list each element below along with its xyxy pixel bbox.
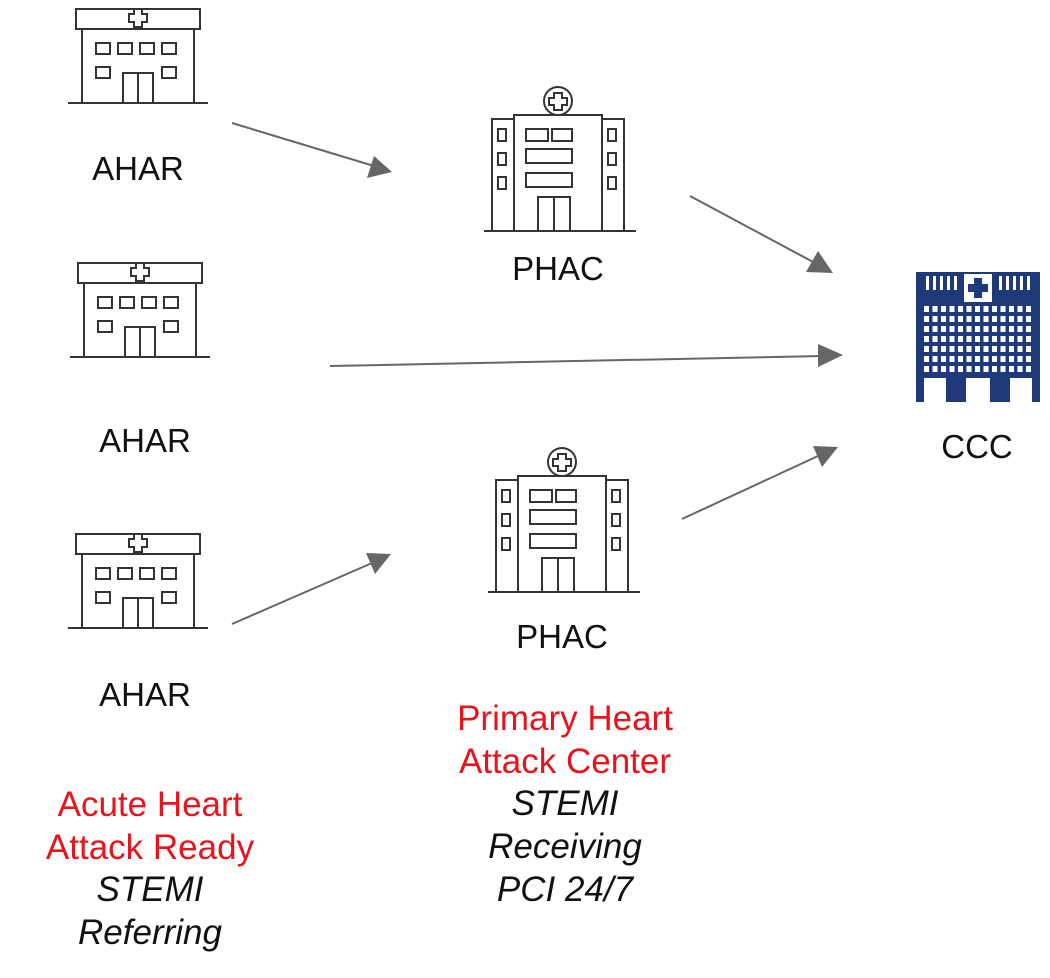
ahar-sub-line-1: STEMI	[96, 870, 204, 910]
phac-title-line-1: Primary Heart	[457, 699, 673, 738]
arrowhead-ahar1-to-phac1	[367, 156, 392, 178]
arrowhead-ahar3-to-phac2	[366, 553, 391, 574]
ahar-label-1: AHAR	[92, 150, 184, 187]
phac-label-2: PHAC	[516, 618, 608, 655]
phac-label-1: PHAC	[512, 250, 604, 287]
phac-sub-line-3: PCI 24/7	[496, 869, 634, 909]
hospital-tower-icon	[484, 85, 636, 235]
arrow-ahar3-to-phac2	[231, 562, 373, 625]
ahar-title-line-1: Acute Heart	[57, 785, 243, 824]
arrow-ahar2-to-ccc	[329, 355, 824, 367]
small-hospital-icon	[68, 530, 208, 632]
ahar-title-line-2: Attack Ready	[45, 827, 255, 867]
ahar-sub-line-2: Referring	[78, 913, 222, 953]
ahar-label-3: AHAR	[99, 676, 191, 713]
ccc-label: CCC	[941, 428, 1013, 465]
phac-description: Primary Heart Attack Center STEMI Receiv…	[430, 698, 700, 911]
arrow-ahar1-to-phac1	[231, 122, 375, 167]
hospital-tower-icon	[488, 446, 640, 596]
arrowhead-ahar2-to-ccc	[818, 344, 843, 367]
ahar-label-2: AHAR	[99, 422, 191, 459]
large-hospital-icon	[916, 270, 1040, 402]
phac-sub-line-1: STEMI	[511, 784, 619, 824]
arrowhead-phac2-to-ccc	[813, 446, 838, 467]
phac-sub-line-2: Receiving	[488, 827, 642, 867]
arrow-phac1-to-ccc	[689, 195, 816, 264]
arrow-phac2-to-ccc	[681, 455, 819, 520]
phac-title-line-2: Attack Center	[458, 741, 672, 781]
ahar-description: Acute Heart Attack Ready STEMI Referring	[0, 784, 300, 955]
small-hospital-icon	[70, 259, 210, 361]
arrowhead-phac1-to-ccc	[806, 251, 833, 273]
small-hospital-icon	[68, 5, 208, 107]
